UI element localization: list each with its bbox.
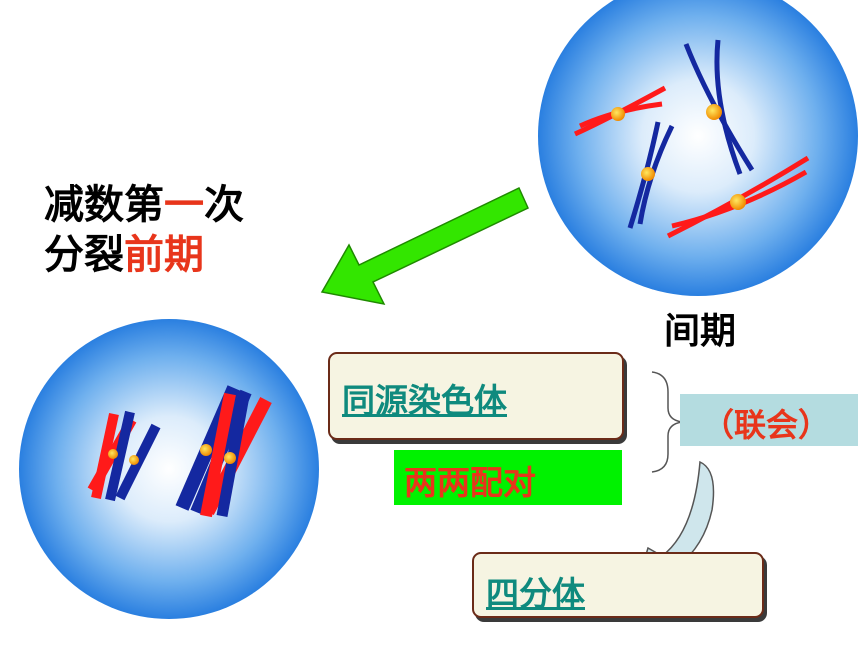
interphase-label: 间期	[664, 311, 737, 352]
stage-title: 减数第一次 分裂前期	[44, 180, 244, 280]
homologous-chromosomes-link[interactable]: 同源染色体	[342, 381, 507, 420]
green-arrow	[320, 186, 529, 306]
centromere	[224, 452, 236, 464]
paired-chromosomes-small	[87, 410, 161, 502]
chromosome-blue-1	[683, 39, 755, 175]
centromere	[200, 444, 212, 456]
tetrad-box[interactable]: 四分体	[472, 552, 764, 618]
title-line-2: 分裂前期	[44, 232, 204, 278]
centromere	[706, 104, 722, 120]
tetrad-link[interactable]: 四分体	[486, 574, 585, 613]
centromere	[611, 107, 625, 121]
chromosome-red-1	[573, 85, 667, 137]
synapsis-box: （联会）	[680, 394, 858, 446]
chromosome-blue-2	[627, 121, 675, 229]
prophase-cell	[19, 319, 319, 619]
chromosome-red-2	[666, 155, 810, 239]
curly-brace	[651, 371, 683, 473]
centromere	[641, 167, 655, 181]
centromere	[129, 455, 139, 465]
synapsis-label: （联会）	[702, 406, 831, 444]
interphase-cell	[538, 0, 858, 296]
centromere	[730, 194, 746, 210]
pairing-box: 两两配对	[394, 450, 622, 505]
paired-chromosomes-large	[175, 385, 272, 518]
centromere	[108, 449, 118, 459]
homologous-chromosomes-box[interactable]: 同源染色体	[328, 352, 624, 440]
title-line-1: 减数第一次	[44, 182, 244, 228]
pairing-label: 两两配对	[404, 463, 536, 502]
